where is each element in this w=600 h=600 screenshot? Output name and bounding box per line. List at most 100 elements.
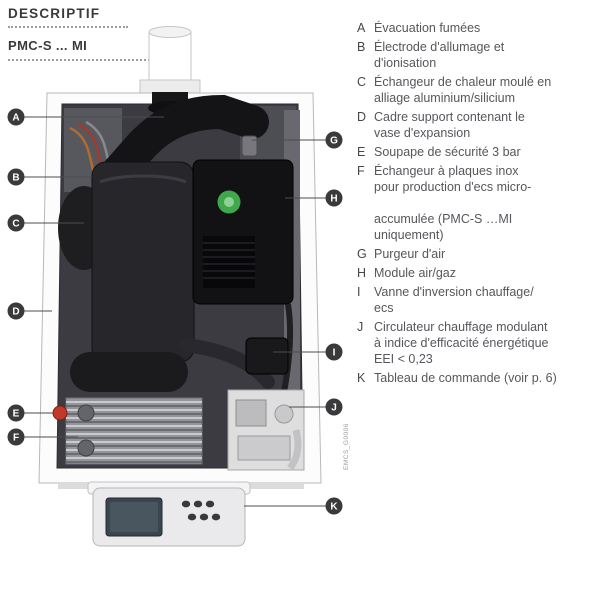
diverter-valve	[245, 337, 289, 375]
legend-letter: J	[357, 320, 364, 334]
legend-letter: G	[357, 247, 367, 261]
panel-button	[187, 513, 197, 521]
pump-base	[237, 435, 291, 461]
legend-text: Échangeur à plaques inox pour production…	[374, 164, 532, 242]
callout-marker	[7, 108, 25, 126]
pump-box	[227, 389, 305, 471]
legend-letter: B	[357, 40, 366, 54]
panel-button	[199, 513, 209, 521]
callout-marker	[7, 404, 25, 422]
legend-letter: F	[357, 164, 365, 178]
pump-dial	[274, 404, 294, 424]
callout-letter: F	[13, 433, 19, 444]
callout-b: B	[7, 168, 92, 186]
panel-button	[193, 500, 203, 508]
plate-ribs-dark	[66, 405, 202, 463]
callout-j: J	[289, 398, 343, 416]
callout-marker	[325, 398, 343, 416]
legend-text: Évacuation fumées	[374, 21, 481, 35]
legend-item: F Échangeur à plaques inox pour producti…	[357, 163, 595, 243]
legend-letter: D	[357, 110, 367, 124]
callout-marker	[325, 497, 343, 515]
callout-d: D	[7, 302, 52, 320]
pump-detail	[235, 399, 267, 427]
legend-text: Tableau de commande (voir p. 6)	[374, 371, 557, 385]
heat-exchanger-block	[91, 161, 195, 363]
display-glass	[110, 502, 158, 532]
callout-letter: A	[12, 113, 19, 124]
legend-letter: K	[357, 371, 366, 385]
callout-letter: C	[12, 219, 19, 230]
callout-letter: J	[331, 403, 337, 414]
callout-c: C	[7, 214, 84, 232]
callout-letter: B	[12, 173, 19, 184]
silencer	[70, 352, 188, 392]
callout-letter: I	[333, 348, 336, 359]
legend-item: D Cadre support contenant le vase d'expa…	[357, 109, 595, 141]
legend-letter: E	[357, 145, 366, 159]
plate-heat-exchanger	[65, 397, 203, 465]
legend-item: K Tableau de commande (voir p. 6)	[357, 370, 595, 386]
plate-port-bottom	[77, 439, 95, 457]
callout-letter: K	[330, 502, 338, 513]
callout-k: K	[244, 497, 343, 515]
legend-text: Circulateur chauffage modulant à indice …	[374, 320, 549, 366]
callout-marker	[7, 428, 25, 446]
callout-letter: G	[330, 136, 338, 147]
green-indicator-center	[224, 197, 234, 207]
page-title: DESCRIPTIF	[8, 6, 128, 28]
flue-pipe	[139, 26, 201, 94]
panel-button	[181, 500, 191, 508]
legend-letter: I	[357, 285, 361, 299]
flue-collar	[139, 79, 201, 94]
legend-text: Purgeur d'air	[374, 247, 446, 261]
legend-item: A Évacuation fumées	[357, 20, 595, 36]
callout-a: A	[7, 108, 164, 126]
callout-i: I	[273, 343, 343, 361]
legend-text: Module air/gaz	[374, 266, 456, 280]
legend-item: H Module air/gaz	[357, 265, 595, 281]
legend-item: J Circulateur chauffage modulant à indic…	[357, 319, 595, 367]
callout-g: G	[252, 131, 343, 149]
callout-letter: E	[13, 409, 20, 420]
water-pipe	[287, 429, 302, 471]
callout-e: E	[7, 404, 53, 422]
panel-buttons	[181, 500, 221, 521]
legend-item: C Échangeur de chaleur moulé en alliage …	[357, 74, 595, 106]
boiler-figure: EMCS_G0006 A B C D E	[7, 26, 350, 547]
safety-valve	[52, 405, 68, 421]
legend-text: Vanne d'inversion chauffage/ ecs	[374, 285, 534, 315]
block-highlight	[99, 174, 187, 184]
callout-marker	[7, 214, 25, 232]
vent-grid	[203, 236, 255, 288]
model-title: PMC-S ... MI	[8, 38, 162, 61]
legend-text: Cadre support contenant le vase d'expans…	[374, 110, 525, 140]
legend-text: Électrode d'allumage et d'ionisation	[374, 40, 505, 70]
callout-letter: D	[12, 307, 19, 318]
panel-button	[205, 500, 215, 508]
air-vent	[241, 135, 258, 157]
callout-marker	[325, 189, 343, 207]
callout-letter: H	[330, 194, 337, 205]
legend-item: E Soupape de sécurité 3 bar	[357, 144, 595, 160]
legend-text: Échangeur de chaleur moulé en alliage al…	[374, 75, 552, 105]
vent-grid-lines	[203, 242, 255, 279]
callout-marker	[7, 168, 25, 186]
legend-item: I Vanne d'inversion chauffage/ ecs	[357, 284, 595, 316]
callout-marker	[325, 131, 343, 149]
panel-button	[211, 513, 221, 521]
control-panel	[87, 481, 251, 547]
legend-item: B Électrode d'allumage et d'ionisation	[357, 39, 595, 71]
legend-letter: C	[357, 75, 367, 89]
legend-text: Soupape de sécurité 3 bar	[374, 145, 521, 159]
flue-body	[148, 31, 192, 83]
callout-marker	[7, 302, 25, 320]
cable	[281, 303, 294, 393]
flue-top	[148, 26, 192, 38]
air-gas-module	[192, 159, 294, 305]
callout-f: F	[7, 428, 78, 446]
legend-item: G Purgeur d'air	[357, 246, 595, 262]
legend-letter: A	[357, 21, 366, 35]
callout-marker	[325, 343, 343, 361]
